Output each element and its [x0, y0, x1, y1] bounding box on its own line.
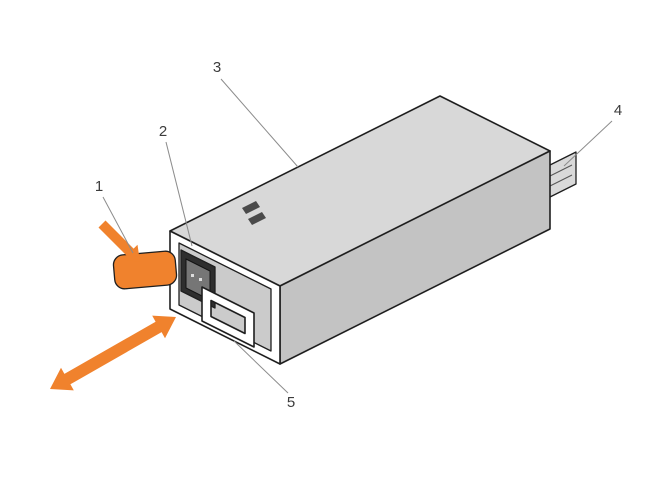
callout-3-leader	[220, 78, 299, 168]
slide-direction-arrow-icon	[50, 315, 176, 391]
release-latch	[112, 250, 178, 290]
callout-1-leader	[102, 196, 134, 254]
callout-2-label: 2	[159, 123, 167, 140]
callout-1-label: 1	[95, 178, 103, 195]
edge-connector-pin-line	[549, 174, 573, 187]
psu-handle	[201, 286, 255, 348]
callout-4-leader	[563, 120, 613, 167]
callout-5-leader	[233, 340, 289, 394]
callout-4-label: 4	[614, 102, 622, 119]
socket-pin	[191, 274, 194, 277]
callout-3-label: 3	[213, 59, 221, 76]
brand-emblem-icon	[242, 201, 266, 225]
callout-2-leader	[165, 141, 193, 247]
press-latch-arrow-icon	[98, 220, 140, 262]
socket-pin	[199, 278, 202, 281]
callout-5-label: 5	[287, 394, 295, 411]
edge-connector-pin-line	[549, 164, 573, 177]
